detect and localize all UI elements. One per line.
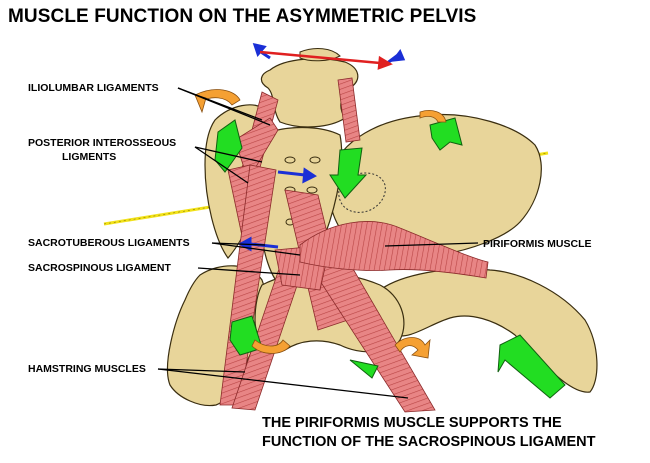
caption-line2: FUNCTION OF THE SACROSPINOUS LIGAMENT	[262, 434, 596, 450]
label-sacrospinous: SACROSPINOUS LIGAMENT	[28, 262, 171, 274]
label-posterior-line1: POSTERIOR INTEROSSEOUS	[28, 137, 177, 149]
hamstring-muscles	[231, 249, 436, 413]
label-posterior-interosseous: POSTERIOR INTEROSSEOUS	[28, 137, 176, 149]
label-iliolumbar: ILIOLUMBAR LIGAMENTS	[28, 82, 159, 94]
page-title: MUSCLE FUNCTION ON THE ASYMMETRIC PELVIS	[8, 6, 477, 27]
piriformis-muscle	[299, 221, 489, 279]
green-arrow-icon	[214, 117, 566, 399]
label-posterior-line2: LIGMENTS	[62, 151, 117, 163]
orange-curved-arrow-icon	[194, 89, 447, 359]
label-sacrotuberous: SACROTUBEROUS LIGAMENTS	[28, 237, 190, 249]
caption: THE PIRIFORMIS MUSCLE SUPPORTS THE FUNCT…	[262, 414, 596, 452]
label-posterior-line2-wrapper: LIGMENTS	[62, 151, 116, 163]
label-piriformis: PIRIFORMIS MUSCLE	[483, 238, 592, 250]
leader-lines	[157, 87, 479, 399]
red-arrow-icon	[259, 50, 393, 70]
caption-line1: THE PIRIFORMIS MUSCLE SUPPORTS THE	[262, 415, 562, 431]
label-hamstring: HAMSTRING MUSCLES	[28, 363, 146, 375]
